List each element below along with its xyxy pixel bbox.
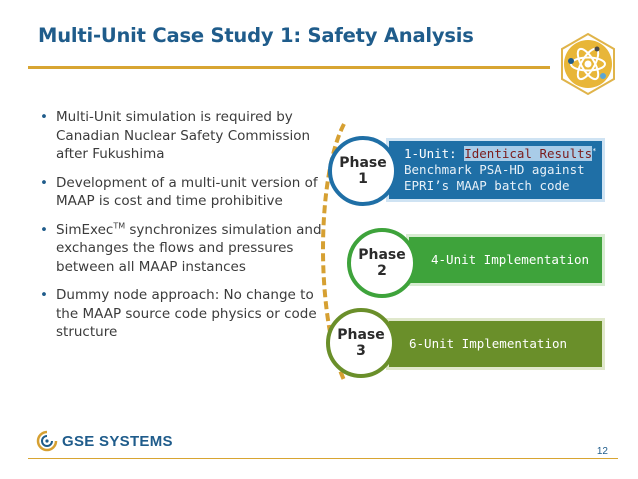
trademark-sup: TM: [113, 221, 126, 230]
bullet-text: Multi-Unit simulation is required by Can…: [56, 109, 311, 162]
logo-text: GSE SYSTEMS: [62, 432, 173, 450]
phase3-band: 6-Unit Implementation: [386, 318, 605, 370]
phase1-circle: Phase 1: [328, 136, 398, 206]
phase2-circle: Phase 2: [347, 228, 417, 298]
phase2-text: 4-Unit Implementation: [431, 252, 590, 267]
bullet-list: • Multi-Unit simulation is required by C…: [40, 108, 330, 352]
bullet-item: • Development of a multi-unit version of…: [40, 174, 318, 210]
slide-title: Multi-Unit Case Study 1: Safety Analysis: [38, 24, 474, 47]
phase1-line2: Benchmark PSA-HD against: [404, 162, 585, 177]
gse-swirl-icon: [36, 430, 58, 452]
bullet-text: Dummy node approach: No change to the MA…: [56, 287, 317, 340]
bullet-item: • Multi-Unit simulation is required by C…: [40, 109, 311, 162]
phase3-text: 6-Unit Implementation: [409, 336, 568, 351]
phase1-band: 1-Unit: Identical Results* Benchmark PSA…: [386, 138, 605, 202]
bullet-text: Development of a multi-unit version of M…: [56, 174, 318, 210]
phase2-band: 4-Unit Implementation: [406, 234, 605, 286]
identical-results-highlight: Identical Results: [464, 146, 593, 161]
phase1-line3: EPRI’s MAAP batch code: [404, 178, 570, 193]
phase3-circle: Phase 3: [326, 308, 396, 378]
footer-divider: [28, 458, 618, 459]
bullet-item: • SimExecTM synchronizes simulation and …: [40, 221, 322, 275]
phase-diagram: 1-Unit: Identical Results* Benchmark PSA…: [316, 118, 616, 388]
page-number: 12: [596, 446, 608, 457]
title-divider: [28, 66, 550, 69]
gse-logo: GSE SYSTEMS: [36, 430, 173, 452]
bullet-item: • Dummy node approach: No change to the …: [40, 287, 317, 340]
atom-icon: [561, 32, 615, 96]
bullet-text: SimExecTM synchronizes simulation and ex…: [56, 221, 322, 275]
